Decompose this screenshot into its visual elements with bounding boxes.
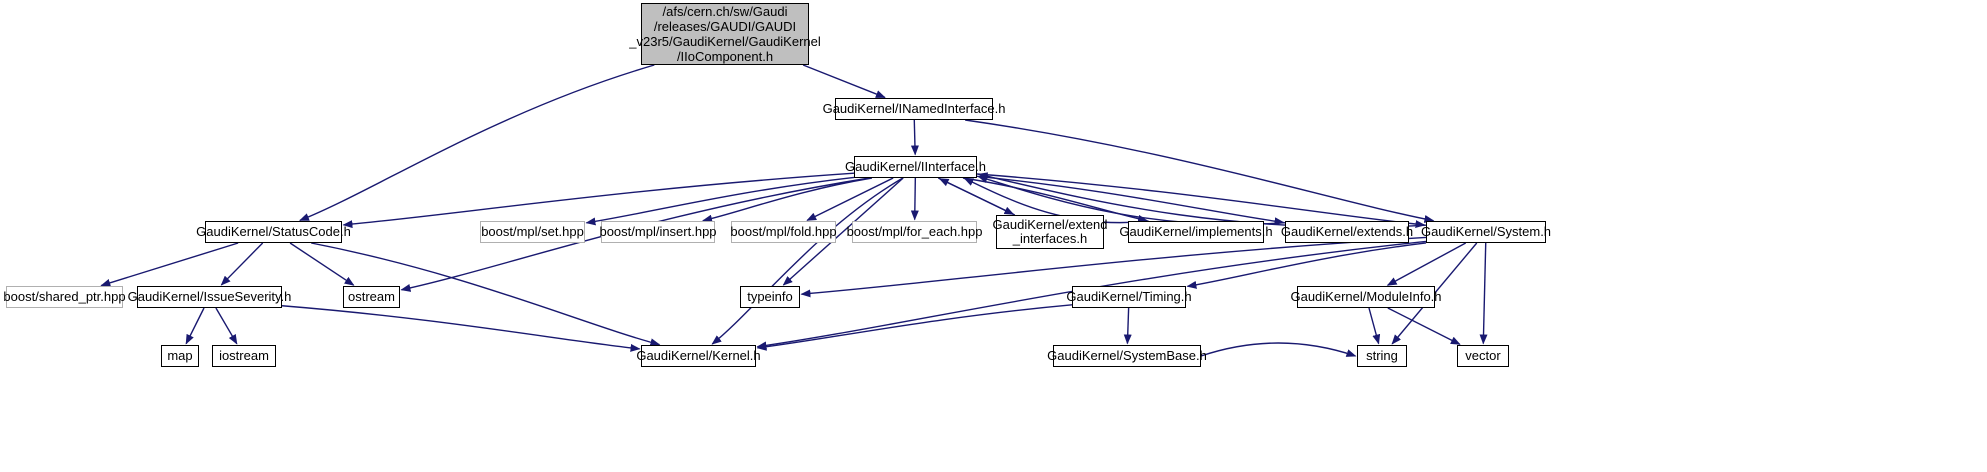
graph-edge-iinterface-to-mplset — [585, 176, 855, 226]
graph-node-extends[interactable]: GaudiKernel/extends.h — [1281, 221, 1413, 243]
graph-edge-inamed-to-system — [965, 119, 1435, 223]
graph-node-system[interactable]: GaudiKernel/System.h — [1421, 221, 1551, 243]
graph-edge-timing-to-systembase — [1123, 307, 1132, 345]
graph-edge-iinterface-to-mplforeach — [910, 177, 919, 221]
graph-edge-iinterface-to-statuscode — [342, 172, 855, 229]
graph-edge-system-to-vector — [1479, 242, 1488, 345]
graph-node-sharedptr[interactable]: boost/shared_ptr.hpp — [3, 286, 126, 308]
graph-node-extendif[interactable]: GaudiKernel/extend _interfaces.h — [993, 215, 1107, 249]
graph-edge-root-to-statuscode — [299, 64, 655, 222]
graph-node-iinterface[interactable]: GaudiKernel/IInterface.h — [845, 156, 986, 178]
graph-edge-statuscode-to-ostream — [289, 242, 355, 286]
graph-node-root: /afs/cern.ch/sw/Gaudi /releases/GAUDI/GA… — [629, 3, 821, 65]
graph-edge-issueseverity-to-map — [185, 307, 205, 345]
graph-node-mplset[interactable]: boost/mpl/set.hpp — [480, 221, 585, 243]
graph-node-ostream[interactable]: ostream — [343, 286, 400, 308]
graph-edge-inamed-to-iinterface — [910, 119, 919, 156]
graph-node-moduleinfo[interactable]: GaudiKernel/ModuleInfo.h — [1290, 286, 1442, 308]
graph-node-issueseverity[interactable]: GaudiKernel/IssueSeverity.h — [128, 286, 291, 308]
graph-node-timing[interactable]: GaudiKernel/Timing.h — [1066, 286, 1192, 308]
graph-node-implements[interactable]: GaudiKernel/implements.h — [1119, 221, 1273, 243]
graph-edge-issueseverity-to-kernel — [281, 305, 641, 352]
graph-edge-iinterface-to-extendif — [937, 177, 1015, 215]
graph-edge-moduleinfo-to-vector — [1387, 307, 1461, 345]
graph-edge-system-to-timing — [1186, 242, 1427, 289]
graph-node-kernel[interactable]: GaudiKernel/Kernel.h — [636, 345, 761, 367]
graph-edge-moduleinfo-to-string — [1368, 307, 1381, 345]
graph-edge-statuscode-to-sharedptr — [100, 242, 239, 287]
graph-node-typeinfo[interactable]: typeinfo — [740, 286, 800, 308]
graph-node-mplforeach[interactable]: boost/mpl/for_each.hpp — [847, 221, 982, 243]
graph-node-inamed[interactable]: GaudiKernel/INamedInterface.h — [823, 98, 1005, 120]
graph-edge-extendif-to-iinterface — [938, 178, 1016, 216]
graph-edge-system-to-moduleinfo — [1386, 242, 1467, 286]
graph-edge-root-to-inamed — [802, 64, 886, 99]
graph-edge-iinterface-to-mplfold — [806, 177, 894, 221]
graph-edge-timing-to-kernel — [756, 304, 1073, 351]
graph-node-statuscode[interactable]: GaudiKernel/StatusCode.h — [196, 221, 351, 243]
graph-node-mplfold[interactable]: boost/mpl/fold.hpp — [730, 221, 837, 243]
graph-node-mplinsert[interactable]: boost/mpl/insert.hpp — [599, 221, 717, 243]
graph-edge-statuscode-to-issueseverity — [220, 242, 264, 286]
graph-node-map[interactable]: map — [161, 345, 199, 367]
graph-edge-iinterface-to-kernel — [711, 177, 904, 345]
graph-edge-systembase-to-string — [1200, 342, 1357, 357]
graph-node-iostream[interactable]: iostream — [212, 345, 276, 367]
graph-edge-iinterface-to-mplinsert — [702, 177, 873, 223]
graph-edge-issueseverity-to-iostream — [215, 307, 238, 345]
graph-node-systembase[interactable]: GaudiKernel/SystemBase.h — [1047, 345, 1207, 367]
graph-node-vector[interactable]: vector — [1457, 345, 1509, 367]
graph-node-string[interactable]: string — [1357, 345, 1407, 367]
